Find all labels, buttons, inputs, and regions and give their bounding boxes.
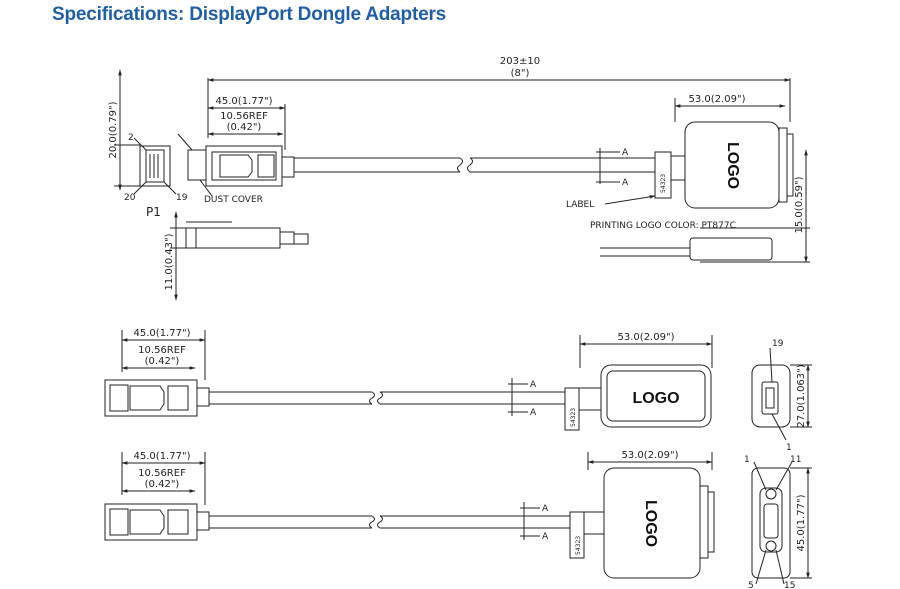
plug-ref-inch-label: (0.42") <box>145 479 180 490</box>
pin-11-label: 11 <box>790 455 801 465</box>
top-drawing-labels: 203±10 (8") 45.0(1.77") 10.56REF (0.42")… <box>108 56 805 290</box>
body-height-label: 15.0(0.59") <box>794 176 805 233</box>
printing-note: PRINTING LOGO COLOR: PT877C <box>590 221 736 231</box>
side-height-label: 45.0(1.77") <box>796 494 807 551</box>
label-callout: LABEL <box>566 200 594 210</box>
plug-ref-label: 10.56REF <box>220 111 268 122</box>
p1-height-label: 20.0(0.79") <box>108 101 119 158</box>
page-title: Specifications: DisplayPort Dongle Adapt… <box>52 4 446 25</box>
section-a-bottom: A <box>530 408 537 418</box>
plug-ref-label: 10.56REF <box>138 345 186 356</box>
plug-ref-inch-label: (0.42") <box>227 122 262 133</box>
pin-15-label: 15 <box>784 581 795 589</box>
section-a-top: A <box>542 504 549 514</box>
pin-19-label: 19 <box>772 339 784 349</box>
label-code: 54323 <box>575 536 582 555</box>
plug-height-label: 11.0(0.43") <box>164 233 175 290</box>
section-a-bottom: A <box>542 532 549 542</box>
label-code: 54323 <box>570 408 577 427</box>
body-width-label: 53.0(2.09") <box>689 94 746 105</box>
plug-length-label: 45.0(1.77") <box>134 328 191 339</box>
overall-length-inch-label: (8") <box>511 68 530 79</box>
pin-1-label: 1 <box>786 443 792 453</box>
pin-5-label: 5 <box>748 581 754 589</box>
middle-drawing <box>104 330 812 441</box>
bottom-drawing <box>104 452 812 585</box>
overall-length-label: 203±10 <box>500 56 540 67</box>
section-a-top: A <box>622 148 629 158</box>
label-code: 54323 <box>660 174 667 193</box>
body-width-label: 53.0(2.09") <box>622 450 679 461</box>
bottom-drawing-labels: 45.0(1.77") 10.56REF (0.42") 53.0(2.09")… <box>134 450 807 589</box>
logo-text: LOGO <box>642 500 659 547</box>
middle-drawing-labels: 45.0(1.77") 10.56REF (0.42") 53.0(2.09")… <box>134 328 807 453</box>
plug-length-label: 45.0(1.77") <box>216 96 273 107</box>
body-width-label: 53.0(2.09") <box>618 332 675 343</box>
section-a-bottom: A <box>622 178 629 188</box>
section-a-top: A <box>530 380 537 390</box>
pin-2-label: 2 <box>128 133 134 143</box>
logo-text: LOGO <box>724 142 741 189</box>
plug-ref-label: 10.56REF <box>138 468 186 479</box>
dust-cover-label: DUST COVER <box>204 195 263 205</box>
p1-label: P1 <box>146 205 161 219</box>
top-drawing <box>114 69 810 301</box>
pin-1-label: 1 <box>744 455 750 465</box>
pin-20-label: 20 <box>124 193 136 203</box>
logo-text: LOGO <box>632 390 679 407</box>
pin-19-label: 19 <box>176 193 188 203</box>
plug-length-label: 45.0(1.77") <box>134 451 191 462</box>
side-height-label: 27.0(1.063") <box>796 364 807 427</box>
plug-ref-inch-label: (0.42") <box>145 356 180 367</box>
